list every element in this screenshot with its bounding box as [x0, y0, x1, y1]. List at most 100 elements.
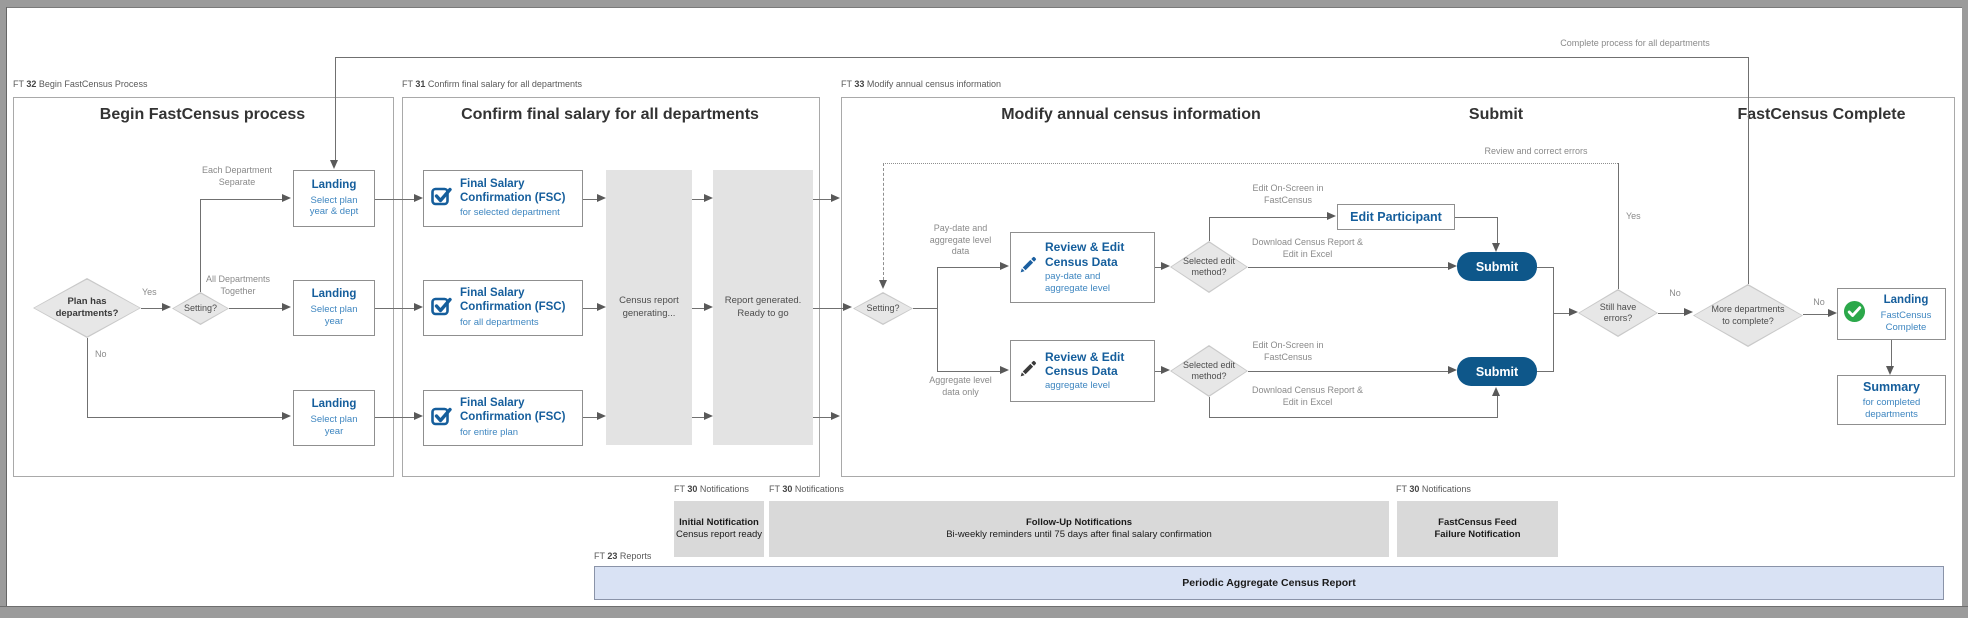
connector [1497, 396, 1498, 417]
connector [1658, 313, 1684, 314]
arrowhead [1327, 212, 1336, 220]
label-yes: Yes [142, 287, 157, 297]
arrowhead [1448, 262, 1457, 270]
connector [1497, 217, 1498, 243]
label-aggregate-only: Aggregate level data only [929, 375, 992, 397]
connector [1209, 417, 1498, 418]
tag-ft30-initial: FT 30 Notifications [674, 484, 749, 494]
node-landing-year-plan: Landing Select plan year [293, 390, 375, 446]
connector [335, 57, 1748, 58]
pencil-icon [1017, 358, 1039, 385]
connector [1155, 371, 1161, 372]
arrowhead [282, 194, 291, 202]
title-modify: Modify annual census information [1001, 106, 1261, 123]
checkbox-icon [430, 404, 454, 433]
connector [229, 308, 282, 309]
connector [583, 417, 597, 418]
arrowhead [597, 194, 606, 202]
label-edit-onscreen-top: Edit On-Screen in FastCensus [1252, 183, 1324, 205]
connector [375, 199, 414, 200]
arrowhead [1828, 309, 1837, 317]
decision-still-have-errors: Still have errors? [1578, 289, 1658, 337]
connector [1209, 397, 1210, 417]
connector [583, 199, 597, 200]
node-landing-year-all: Landing Select plan year [293, 280, 375, 336]
connector [1209, 217, 1210, 241]
decision-plan-has-departments: Plan has departments? [33, 278, 141, 338]
node-landing-dept: Landing Select plan year & dept [293, 170, 375, 227]
connector [1537, 371, 1554, 372]
tag-ft31: FT 31 Confirm final salary for all depar… [402, 79, 582, 89]
label-no: No [95, 349, 107, 359]
tag-ft30-feed: FT 30 Notifications [1396, 484, 1471, 494]
connector [692, 199, 704, 200]
arrowhead [704, 194, 713, 202]
label-download-bottom: Download Census Report & Edit in Excel [1251, 385, 1364, 407]
arrowhead [162, 303, 171, 311]
connector [1748, 57, 1749, 284]
node-fsc-plan: Final Salary Confirmation (FSC)for entir… [423, 390, 583, 446]
connector [813, 199, 831, 200]
feedback-line [883, 163, 1618, 164]
decision-edit-method-top: Selected edit method? [1170, 241, 1248, 293]
connector [937, 267, 938, 372]
connector [1248, 267, 1448, 268]
connector [141, 308, 163, 309]
arrowhead [597, 303, 606, 311]
arrowhead [597, 412, 606, 420]
panel-report-ready: Report generated. Ready to go [713, 170, 813, 445]
label-paydate-data: Pay-date and aggregate level data [929, 223, 992, 257]
connector [375, 417, 414, 418]
notification-followup: Follow-Up Notifications Bi-weekly remind… [769, 501, 1389, 557]
window-right-edge [1962, 7, 1968, 606]
arrowhead [704, 303, 713, 311]
arrowhead [1492, 387, 1500, 396]
arrowhead [879, 280, 887, 289]
tag-ft30-followup: FT 30 Notifications [769, 484, 844, 494]
connector [1891, 340, 1892, 366]
label-review-correct: Review and correct errors [1484, 146, 1588, 156]
report-bar: Periodic Aggregate Census Report [594, 566, 1944, 600]
label-yes-errors: Yes [1626, 211, 1641, 221]
connector [1553, 313, 1569, 314]
arrowhead [282, 412, 291, 420]
label-no-more: No [1813, 297, 1825, 307]
connector [1553, 267, 1554, 372]
arrowhead [330, 160, 338, 169]
connector [813, 417, 831, 418]
title-complete: FastCensus Complete [1737, 106, 1906, 123]
connector [813, 308, 843, 309]
connector [583, 308, 597, 309]
checkbox-icon [430, 184, 454, 213]
arrowhead [414, 303, 423, 311]
connector [1209, 217, 1327, 218]
arrowhead [414, 412, 423, 420]
decision-more-departments: More departments to complete? [1693, 284, 1803, 347]
arrowhead [1161, 366, 1170, 374]
arrowhead [831, 194, 840, 202]
node-fsc-selected: Final Salary Confirmation (FSC)for selec… [423, 170, 583, 227]
arrowhead [1684, 308, 1693, 316]
arrowhead [1886, 366, 1894, 375]
connector [87, 417, 282, 418]
connector [937, 371, 1000, 372]
label-no-errors: No [1669, 288, 1681, 298]
connector [1155, 267, 1161, 268]
submit-button-bottom: Submit [1457, 357, 1537, 386]
window-bottom-edge [0, 606, 1968, 618]
arrowhead [1448, 366, 1457, 374]
title-begin: Begin FastCensus process [99, 106, 306, 123]
checkbox-icon [430, 294, 454, 323]
connector [1455, 217, 1497, 218]
title-confirm: Confirm final salary for all departments [461, 106, 759, 123]
arrowhead [414, 194, 423, 202]
arrowhead [831, 412, 840, 420]
connector [937, 267, 1000, 268]
connector [1248, 371, 1448, 372]
panel-census-generating: Census report generating... [606, 170, 692, 445]
connector [913, 308, 938, 309]
label-each-department: Each Department Separate [201, 165, 273, 187]
